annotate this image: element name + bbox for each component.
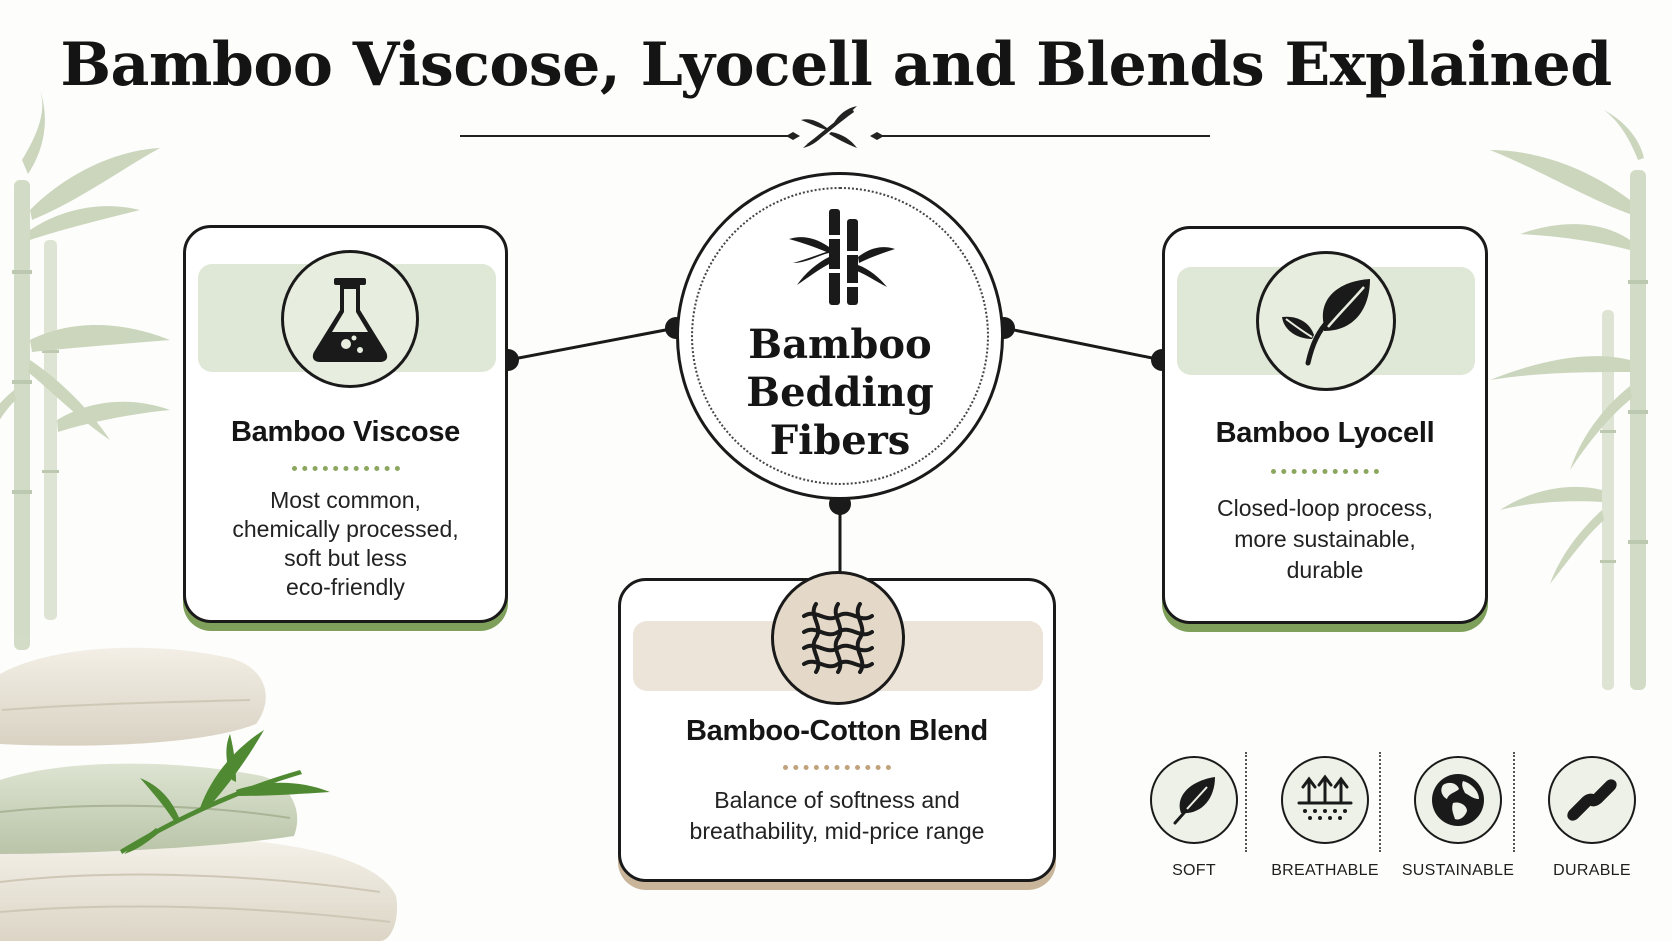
feature-breathable: BREATHABLE (1259, 752, 1389, 882)
hub-label-line: Bedding (746, 369, 934, 416)
dotted-divider (783, 765, 891, 770)
hub-label: Bamboo Bedding Fibers (679, 321, 1001, 465)
feature-label: SOFT (1172, 862, 1216, 879)
feature-badge (1414, 756, 1502, 844)
card-bamboo-lyocell: Bamboo Lyocell Closed-loop process, more… (1162, 226, 1488, 624)
feature-badge (1281, 756, 1369, 844)
feature-separator (1513, 752, 1515, 852)
bamboo-stalks-icon (789, 209, 895, 305)
dotted-divider (291, 466, 400, 471)
feature-durable: DURABLE (1526, 752, 1656, 882)
feature-badge (1150, 756, 1238, 844)
card-description-line: Balance of softness and (714, 787, 960, 813)
feature-label: BREATHABLE (1271, 862, 1379, 879)
feature-separator (1245, 752, 1247, 852)
card-description: Closed-loop process, more sustainable, d… (1165, 493, 1485, 586)
bedding-stack-illustration (0, 647, 398, 941)
bamboo-stalks-left-decoration (0, 90, 170, 650)
card-description-line: Most common, (270, 487, 421, 513)
leaf-icon (1282, 279, 1370, 366)
card-bamboo-cotton-blend: Bamboo-Cotton Blend Balance of softness … (618, 571, 1056, 882)
page-title: Bamboo Viscose, Lyocell and Blends Expla… (60, 30, 1612, 100)
woven-fabric-badge (771, 571, 905, 705)
card-title: Bamboo Lyocell (1215, 417, 1435, 449)
hub-label-line: Bamboo (748, 321, 932, 368)
hub-dotted-ring (691, 187, 989, 485)
feature-separator (1379, 752, 1381, 852)
bamboo-sprig-decoration (120, 730, 330, 854)
globe-icon (1432, 774, 1484, 826)
bamboo-stalks-right-decoration (1490, 110, 1648, 690)
card-bamboo-viscose: Bamboo Viscose Most common, chemically p… (183, 225, 508, 623)
card-description-line: more sustainable, (1234, 526, 1416, 552)
hub-circle: Bamboo Bedding Fibers (676, 172, 1004, 500)
leaf-badge (1256, 251, 1396, 391)
hub-label-line: Fibers (769, 417, 911, 464)
card-description-line: eco-friendly (286, 574, 405, 600)
feature-badge (1548, 756, 1636, 844)
feature-soft: SOFT (1128, 752, 1258, 882)
card-title: Bamboo Viscose (231, 416, 460, 448)
bamboo-sprig-icon (801, 106, 857, 148)
card-description-line: soft but less (284, 545, 407, 571)
title-divider (460, 106, 1210, 148)
card-description-line: durable (1286, 557, 1364, 583)
card-description-line: Closed-loop process, (1216, 495, 1434, 521)
flask-badge (281, 250, 419, 388)
feature-label: DURABLE (1553, 862, 1631, 879)
feature-label: SUSTAINABLE (1401, 862, 1515, 879)
card-description-line: breathability, mid-price range (689, 818, 985, 844)
airflow-icon (1297, 774, 1353, 820)
dotted-divider (1271, 469, 1379, 474)
woven-fabric-icon (802, 602, 874, 674)
flask-icon (312, 278, 388, 362)
card-description: Balance of softness and breathability, m… (621, 785, 1053, 847)
chain-link-icon (1567, 779, 1617, 821)
feature-sustainable: SUSTAINABLE (1392, 752, 1522, 882)
card-description: Most common, chemically processed, soft … (186, 486, 505, 602)
card-description-line: chemically processed, (232, 516, 459, 542)
feature-icons-row: SOFT BREATHABLE (1128, 752, 1648, 892)
card-title: Bamboo-Cotton Blend (686, 715, 988, 747)
feather-icon (1173, 777, 1215, 825)
